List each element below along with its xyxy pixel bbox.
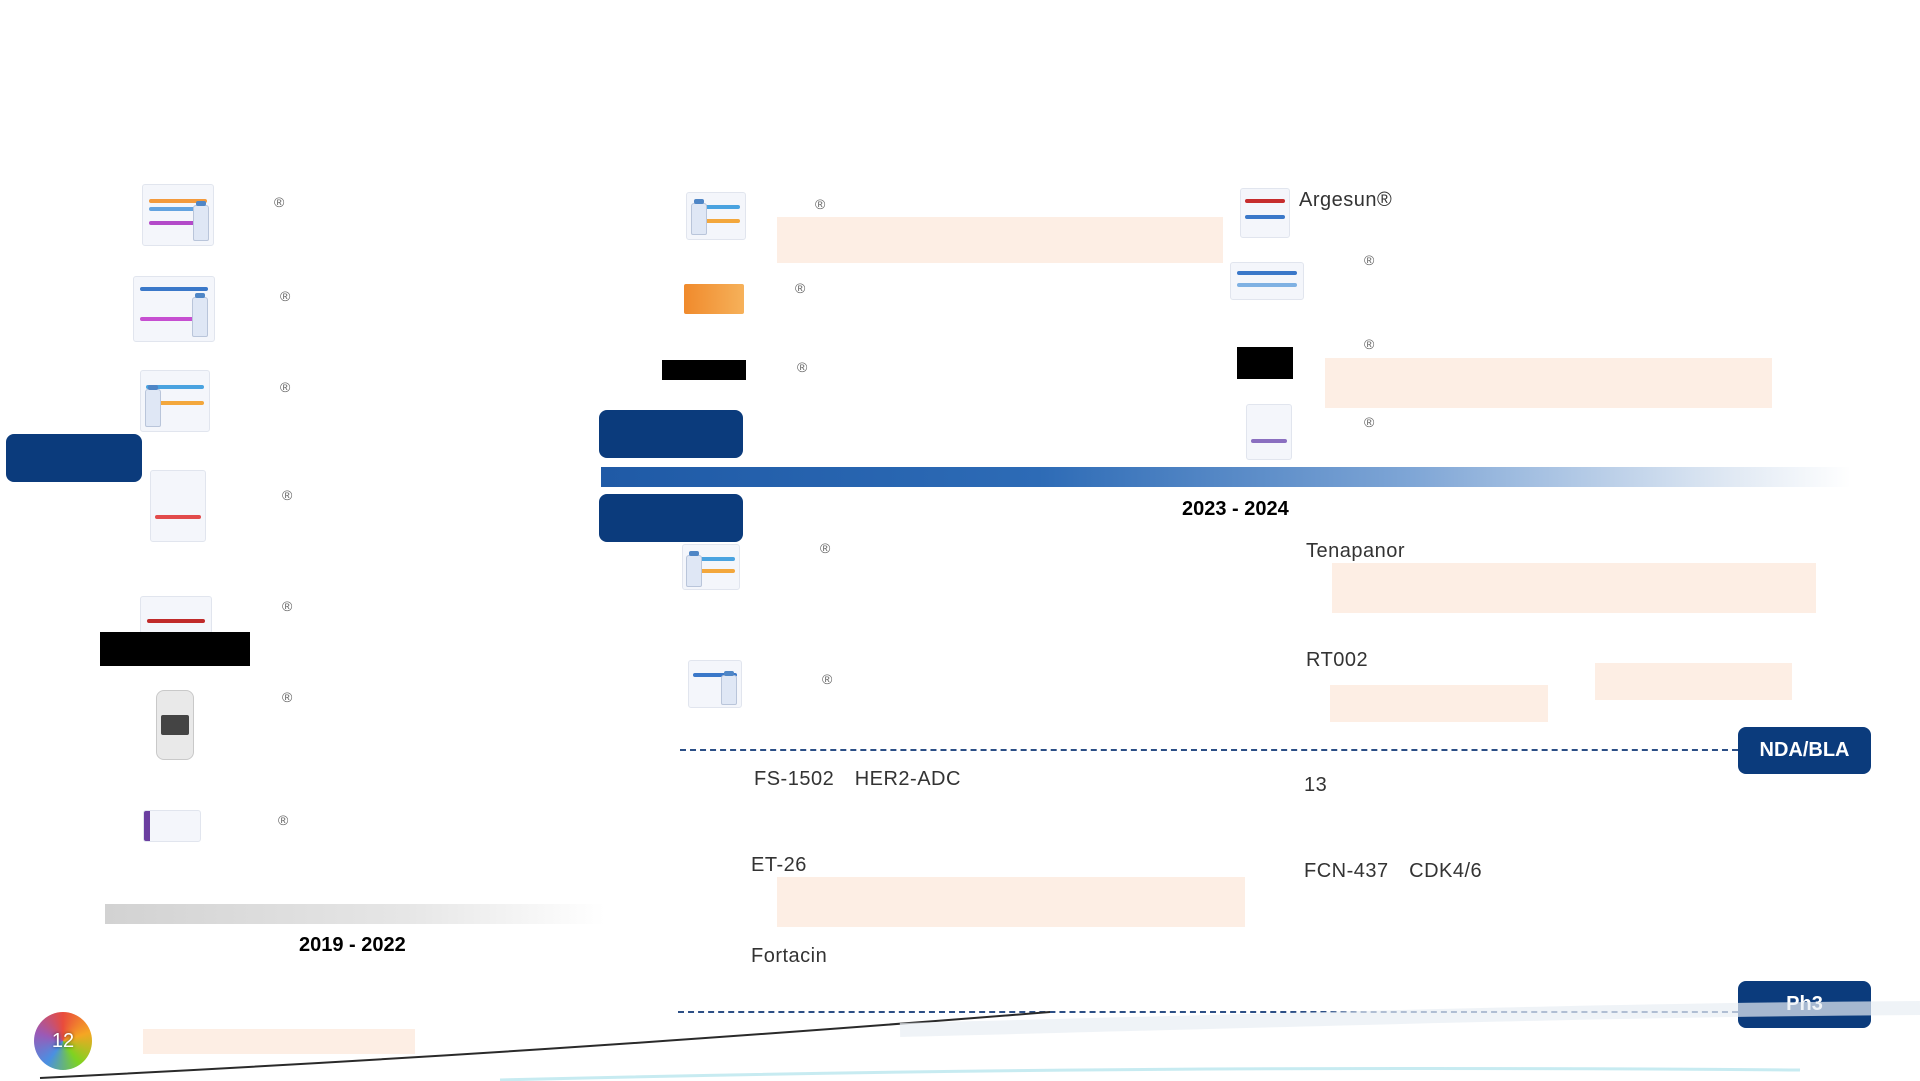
ph3-item-fs1502: FS-1502 HER2-ADC	[754, 768, 961, 790]
product-image-2	[133, 276, 215, 342]
redacted-text-block	[1325, 358, 1772, 408]
ph3-item-fortacin: Fortacin	[751, 945, 828, 967]
registered-mark: ®	[282, 598, 293, 614]
redacted-text-block	[1330, 685, 1548, 722]
registered-mark: ®	[1364, 252, 1375, 268]
registered-mark: ®	[795, 280, 806, 296]
category-label-pill	[6, 434, 142, 482]
timeline-bar-main	[601, 467, 1851, 487]
redaction-block	[1237, 347, 1293, 379]
category-label-pill	[599, 494, 743, 542]
product-image-8	[686, 192, 746, 240]
registered-mark: ®	[797, 359, 808, 375]
page-number-badge: 12	[34, 1012, 92, 1070]
product-image-11	[688, 660, 742, 708]
product-image-14	[1246, 404, 1292, 460]
redacted-text-block	[1595, 663, 1792, 700]
redacted-text-block	[777, 877, 1245, 927]
ph3-item-et26: ET-26	[751, 854, 807, 876]
registered-mark: ®	[280, 379, 291, 395]
registered-mark: ®	[282, 487, 293, 503]
product-image-5	[140, 596, 212, 634]
registered-mark: ®	[1364, 414, 1375, 430]
redaction-block	[100, 632, 250, 666]
page-number: 12	[51, 1029, 75, 1052]
timeline-period-left: 2019 - 2022	[299, 934, 406, 956]
registered-mark: ®	[820, 540, 831, 556]
redaction-block	[662, 360, 746, 380]
nda-item-rt002: RT002	[1306, 649, 1369, 671]
nda-bla-badge: NDA/BLA	[1738, 727, 1871, 774]
registered-mark: ®	[280, 288, 291, 304]
redacted-text-block	[143, 1029, 415, 1054]
redacted-text-block	[777, 217, 1223, 263]
registered-mark: ®	[815, 196, 826, 212]
registered-mark: ®	[822, 671, 833, 687]
product-image-3	[140, 370, 210, 432]
product-image-1	[142, 184, 214, 246]
ph3-item-fcn437: FCN-437 CDK4/6	[1304, 860, 1483, 882]
timeline-period-right: 2023 - 2024	[1182, 498, 1289, 520]
product-image-9	[684, 284, 744, 314]
product-image-10	[682, 544, 740, 590]
nda-divider-line	[680, 749, 1738, 751]
registered-mark: ®	[274, 194, 285, 210]
ph3-item-13: 13	[1304, 774, 1328, 796]
product-image-4	[150, 470, 206, 542]
product-image-13	[1230, 262, 1304, 300]
bottom-swoosh-decoration	[39, 1001, 1920, 1081]
redacted-text-block	[1332, 563, 1816, 613]
registered-mark: ®	[1364, 336, 1375, 352]
product-image-7	[143, 810, 201, 842]
nda-item-tenapanor: Tenapanor	[1306, 540, 1406, 562]
timeline-bar-left	[105, 904, 605, 924]
category-label-pill	[599, 410, 743, 458]
registered-mark: ®	[278, 812, 289, 828]
product-image-12	[1240, 188, 1290, 238]
registered-mark: ®	[282, 689, 293, 705]
product-name-argesun: Argesun®	[1299, 189, 1393, 211]
ph3-divider-line	[678, 1011, 1738, 1013]
product-image-6	[156, 690, 194, 760]
